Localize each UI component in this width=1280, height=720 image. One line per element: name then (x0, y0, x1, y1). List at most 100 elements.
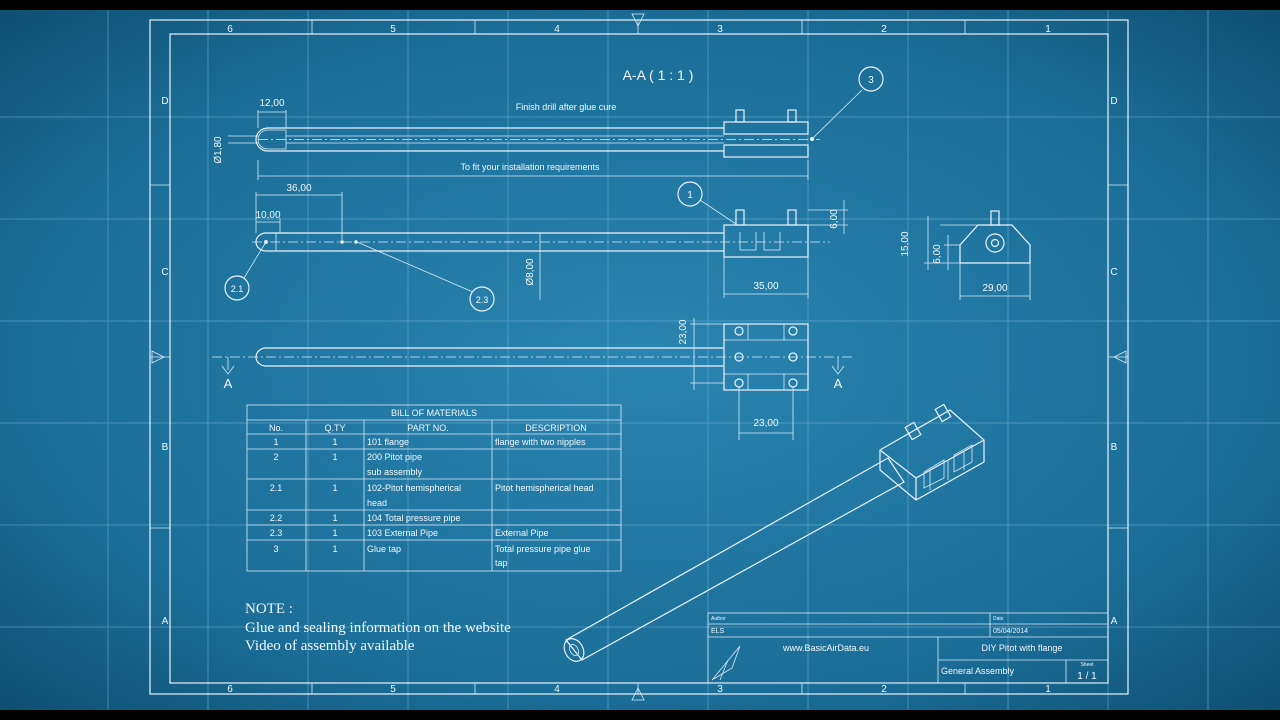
bom-cell: 2 (273, 452, 278, 462)
col-label-top-3: 4 (554, 24, 560, 35)
bom-cell: External Pipe (495, 528, 549, 538)
bom-cell: 104 Total pressure pipe (367, 513, 460, 523)
dim-23-horizontal: 23,00 (753, 418, 778, 429)
dim-diam-8: Ø8,00 (525, 258, 536, 286)
dim-diam-1-8: Ø1,80 (213, 136, 224, 164)
sheet-value: 1 / 1 (1077, 671, 1097, 682)
col-label-bottom-2: 5 (390, 684, 396, 695)
dim-35: 35,00 (753, 281, 778, 292)
dim-23-vertical: 23,00 (678, 319, 689, 344)
bom-cell: head (367, 498, 387, 508)
center-mark-bottom (631, 687, 645, 701)
bom-title: BILL OF MATERIALS (391, 408, 477, 418)
col-label-top-4: 3 (717, 24, 723, 35)
assembly-note: NOTE : Glue and sealing information on t… (245, 601, 511, 654)
dim-29: 29,00 (982, 283, 1007, 294)
date-label: Date (993, 616, 1004, 622)
bom-cell: 1 (332, 544, 337, 554)
section-view-aa: A-A ( 1 : 1 ) Finish drill after glue cu… (213, 66, 884, 180)
bom-header-no: No. (269, 423, 283, 433)
bom-cell: 1 (332, 483, 337, 493)
finish-drill-note: Finish drill after glue cure (516, 102, 617, 112)
bom-cell: 2.1 (270, 483, 283, 493)
sheet-label: Sheet (1080, 662, 1094, 668)
bom-cell: 1 (332, 528, 337, 538)
balloon-3: 3 (868, 75, 874, 86)
sheet-frame (149, 13, 1129, 701)
center-mark-left (151, 350, 165, 364)
balloon-1: 1 (687, 190, 693, 201)
note-line-2: Video of assembly available (245, 638, 415, 654)
bom-cell: 2.3 (270, 528, 283, 538)
paper-background (0, 10, 1280, 710)
website: www.BasicAirData.eu (782, 643, 869, 653)
section-title: A-A ( 1 : 1 ) (623, 67, 694, 83)
author-label: Author (711, 616, 726, 622)
col-label-top-5: 2 (881, 24, 887, 35)
bom-cell: Pitot hemispherical head (495, 483, 594, 493)
dim-10: 10,00 (255, 210, 280, 221)
col-label-bottom-3: 4 (554, 684, 560, 695)
row-label-right-1: D (1110, 96, 1117, 107)
col-label-bottom-4: 3 (717, 684, 723, 695)
row-label-left-2: C (161, 267, 168, 278)
balloon-2-1: 2.1 (231, 284, 244, 294)
bom-header-qty: Q.TY (324, 423, 345, 433)
bom-cell: flange with two nipples (495, 437, 586, 447)
zone-labels: 6 5 4 3 2 1 6 5 4 3 2 1 D C B A D C B A (161, 24, 1117, 695)
col-label-top-6: 1 (1045, 24, 1051, 35)
col-label-bottom-6: 1 (1045, 684, 1051, 695)
bom-cell: 2.2 (270, 513, 283, 523)
row-label-left-4: A (162, 616, 169, 627)
title-block: Author ELS Date 05/04/2014 www.BasicAirD… (707, 612, 1109, 684)
row-label-right-2: C (1110, 267, 1117, 278)
bom-header-part: PART NO. (407, 423, 449, 433)
dim-36: 36,00 (286, 183, 311, 194)
bom-cell: Glue tap (367, 544, 401, 554)
section-mark-right: A (834, 376, 843, 391)
isometric-view (563, 403, 985, 662)
row-label-right-3: B (1111, 442, 1118, 453)
bom-cell: 101 flange (367, 437, 409, 447)
row-label-right-4: A (1111, 616, 1118, 627)
note-line-1: Glue and sealing information on the webs… (245, 620, 511, 636)
bom-cell: 1 (332, 452, 337, 462)
top-letterbox (0, 0, 1280, 10)
col-label-top-1: 6 (227, 24, 233, 35)
end-view: 15,00 6,00 29,00 (900, 210, 1031, 300)
bom-cell: 200 Pitot pipe (367, 452, 422, 462)
bom-cell: 1 (332, 437, 337, 447)
bottom-letterbox (0, 710, 1280, 720)
drawing-subtitle: General Assembly (941, 666, 1015, 676)
author-value: ELS (711, 628, 725, 635)
bom-cell: tap (495, 558, 508, 568)
section-mark-left: A (224, 376, 233, 391)
dim-6-side: 6,00 (829, 209, 840, 229)
bom-cell: 103 External Pipe (367, 528, 438, 538)
row-label-left-3: B (162, 442, 169, 453)
top-view: 23,00 23,00 A A (212, 318, 852, 440)
drawing-title: DIY Pitot with flange (982, 643, 1063, 653)
bom-cell: 1 (273, 437, 278, 447)
center-mark-right (1113, 350, 1127, 364)
dim-12: 12,00 (259, 98, 284, 109)
dim-15: 15,00 (900, 231, 911, 256)
balloon-2-3: 2.3 (476, 295, 489, 305)
col-label-bottom-1: 6 (227, 684, 233, 695)
bom-cell: Total pressure pipe glue (495, 544, 591, 554)
col-label-bottom-5: 2 (881, 684, 887, 695)
bom-header-desc: DESCRIPTION (525, 423, 587, 433)
bom-cell: sub assembly (367, 467, 423, 477)
dim-6-end: 6,00 (932, 244, 943, 264)
bom-cell: 3 (273, 544, 278, 554)
date-value: 05/04/2014 (993, 628, 1028, 635)
col-label-top-2: 5 (390, 24, 396, 35)
side-view: 36,00 10,00 Ø8,00 35,00 6,00 1 2.1 2.3 (224, 181, 848, 312)
bom-cell: 102-Pitot hemispherical (367, 483, 461, 493)
center-mark-top (631, 13, 645, 27)
bom-cell: 1 (332, 513, 337, 523)
row-label-left-1: D (161, 96, 168, 107)
length-note: To fit your installation requirements (460, 162, 600, 172)
